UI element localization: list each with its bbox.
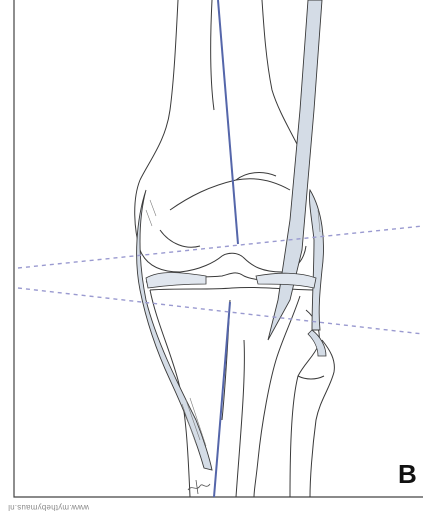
upper-joint-line [18, 226, 423, 268]
signature-mark [188, 480, 210, 494]
tibial-axis-line [214, 302, 230, 497]
frame-border [14, 0, 423, 497]
femoral-axis-line [218, 0, 238, 244]
joint-lines [18, 226, 423, 334]
lower-joint-line [18, 288, 423, 334]
ligaments [137, 0, 326, 470]
panel-label: B [398, 461, 417, 487]
fibular-ligament [308, 330, 326, 356]
lateral-collateral [309, 190, 323, 330]
mechanical-axis [214, 0, 238, 497]
medial-meniscus [146, 273, 206, 289]
medial-collateral [137, 190, 212, 470]
watermark: www.mythebymaus.nl [8, 503, 89, 512]
watermark-text: www.mythebymaus.nl [8, 503, 89, 512]
